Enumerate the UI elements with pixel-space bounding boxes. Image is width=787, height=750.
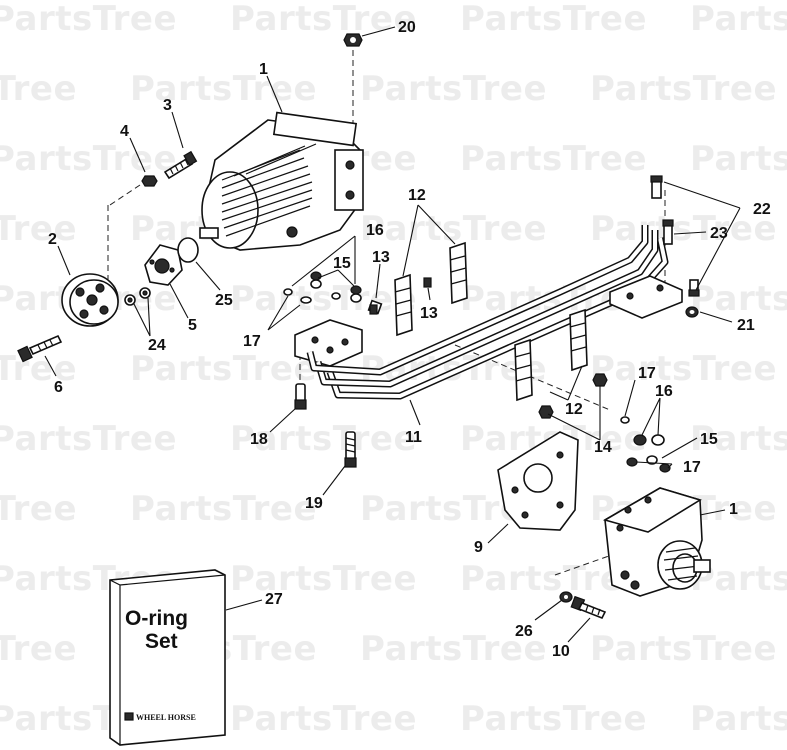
screws-13 bbox=[369, 277, 432, 315]
watermark: PartsTree bbox=[230, 699, 417, 739]
screw-19 bbox=[344, 431, 357, 468]
bracket-9 bbox=[497, 431, 579, 531]
bolt-6 bbox=[17, 334, 63, 363]
coupling-2 bbox=[61, 273, 119, 327]
watermark: PartsTree bbox=[230, 559, 417, 599]
nut-4 bbox=[141, 175, 158, 187]
oring-box-brand: WHEEL HORSE bbox=[136, 713, 196, 722]
bolt-10 bbox=[570, 595, 607, 620]
watermark: PartsTree bbox=[230, 279, 417, 319]
watermark: PartsTree bbox=[130, 69, 317, 109]
callout-1-lower: 1 bbox=[729, 501, 738, 518]
callout-10: 10 bbox=[552, 643, 570, 660]
screw-3 bbox=[163, 150, 198, 180]
watermark: PartsTree bbox=[460, 139, 647, 179]
callout-12-lower: 12 bbox=[565, 401, 583, 418]
callout-22: 22 bbox=[753, 201, 771, 218]
callout-12-upper: 12 bbox=[408, 187, 426, 204]
bolt-23 bbox=[662, 219, 674, 245]
watermark: PartsTree bbox=[360, 69, 547, 109]
watermark: PartsTree bbox=[130, 489, 317, 529]
callout-16-upper: 16 bbox=[366, 222, 384, 239]
callout-3: 3 bbox=[163, 97, 172, 114]
watermark: PartsTree bbox=[230, 419, 417, 459]
callout-27: 27 bbox=[265, 591, 283, 608]
watermark: PartsTree bbox=[0, 629, 77, 669]
callout-23: 23 bbox=[710, 225, 728, 242]
callout-24: 24 bbox=[148, 337, 166, 354]
screw-18 bbox=[294, 383, 307, 410]
watermark: PartsTree bbox=[590, 629, 777, 669]
callout-18: 18 bbox=[250, 431, 268, 448]
mounting-plate-21 bbox=[609, 275, 699, 319]
seal-ring-25 bbox=[177, 237, 199, 263]
watermark: PartsTree bbox=[690, 419, 787, 459]
washer-26 bbox=[559, 591, 573, 603]
callout-13-a: 13 bbox=[372, 249, 390, 266]
oring-box-title-line1: O-ring bbox=[125, 607, 188, 630]
callouts: 1 1 2 3 4 5 6 9 10 11 12 12 13 13 14 15 … bbox=[48, 19, 771, 660]
watermark: PartsTree bbox=[0, 139, 177, 179]
watermark: PartsTree bbox=[0, 419, 177, 459]
manifold-plate-upper bbox=[294, 319, 363, 367]
callout-14: 14 bbox=[594, 439, 612, 456]
orings-fittings-lower bbox=[620, 416, 671, 473]
watermark: PartsTree bbox=[130, 349, 317, 389]
callout-25: 25 bbox=[215, 292, 233, 309]
watermark: PartsTree bbox=[0, 349, 77, 389]
callout-13-b: 13 bbox=[420, 305, 438, 322]
flange-adapter-5 bbox=[144, 244, 183, 286]
orings-fittings-upper bbox=[283, 271, 383, 315]
watermark: PartsTree bbox=[360, 629, 547, 669]
callout-2: 2 bbox=[48, 231, 57, 248]
callout-4: 4 bbox=[120, 123, 129, 140]
callout-15-lower: 15 bbox=[700, 431, 718, 448]
hydraulic-tubes-11 bbox=[306, 225, 669, 400]
callout-1-upper: 1 bbox=[259, 61, 268, 78]
callout-5: 5 bbox=[188, 317, 197, 334]
watermark: PartsTree bbox=[690, 139, 787, 179]
watermark: PartsTree bbox=[690, 279, 787, 319]
watermark: PartsTree bbox=[590, 69, 777, 109]
hydraulic-pump-lower bbox=[602, 487, 711, 597]
oring-box-title-line2: Set bbox=[145, 630, 178, 653]
callout-16-lower: 16 bbox=[655, 383, 673, 400]
callout-15-upper: 15 bbox=[333, 255, 351, 272]
callout-17-mid: 17 bbox=[638, 365, 656, 382]
watermark: PartsTree bbox=[460, 0, 647, 39]
watermark: PartsTree bbox=[590, 349, 777, 389]
callout-11: 11 bbox=[405, 429, 422, 446]
callout-17-lower: 17 bbox=[683, 459, 701, 476]
watermark: PartsTree bbox=[690, 699, 787, 739]
watermark: PartsTree bbox=[460, 699, 647, 739]
callout-21: 21 bbox=[737, 317, 755, 334]
oring-set-box: O-ring Set WHEEL HORSE bbox=[109, 569, 226, 746]
clamps-12-lower bbox=[514, 308, 588, 402]
nut-20 bbox=[343, 33, 363, 47]
callout-19: 19 bbox=[305, 495, 323, 512]
callout-17-upper: 17 bbox=[243, 333, 261, 350]
hydraulic-motor-upper bbox=[199, 111, 364, 251]
watermark: PartsTree bbox=[0, 209, 77, 249]
watermark: PartsTree bbox=[0, 0, 177, 39]
callout-26: 26 bbox=[515, 623, 533, 640]
clamps-12-upper bbox=[394, 241, 468, 337]
callout-6: 6 bbox=[54, 379, 63, 396]
callout-20: 20 bbox=[398, 19, 416, 36]
nuts-24 bbox=[124, 287, 151, 306]
watermark: PartsTree bbox=[0, 69, 77, 109]
watermark: PartsTree bbox=[0, 489, 77, 529]
bolts-22 bbox=[650, 175, 700, 297]
leader-lines bbox=[44, 26, 741, 643]
watermark: PartsTree bbox=[590, 209, 777, 249]
callout-9: 9 bbox=[474, 539, 483, 556]
watermark: PartsTree bbox=[230, 0, 417, 39]
watermark: PartsTree bbox=[690, 0, 787, 39]
